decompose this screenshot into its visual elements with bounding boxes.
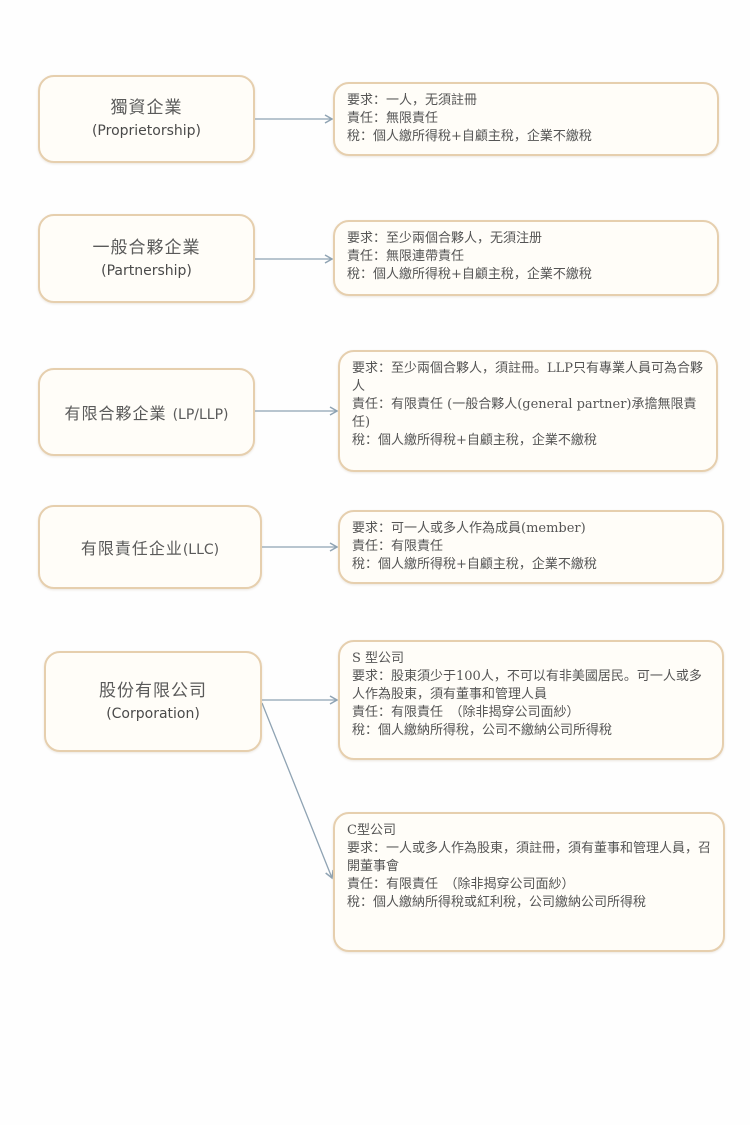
entity-name-zh: 有限責任企业 bbox=[80, 539, 183, 558]
entity-box-llc: 有限責任企业(LLC) bbox=[38, 505, 262, 589]
entity-name-en: (Proprietorship) bbox=[91, 123, 202, 139]
detail-requirement: 要求：一人，无須註冊 bbox=[347, 93, 478, 108]
detail-tax: 稅：個人繳所得稅+自顧主稅，企業不繳稅 bbox=[347, 129, 592, 144]
detail-tax: 稅：個人繳所得稅+自顧主稅，企業不繳稅 bbox=[352, 433, 597, 448]
entity-name-zh: 獨資企業 bbox=[110, 98, 183, 118]
entity-box-corporation: 股份有限公司 (Corporation) bbox=[44, 651, 262, 752]
entity-name-en: (LLC) bbox=[182, 542, 220, 558]
details-box-partnership: 要求：至少兩個合夥人，无須注册 責任：無限連帶責任 稅：個人繳所得稅+自顧主稅，… bbox=[333, 220, 719, 296]
detail-liability: 責任：有限責任 （除非揭穿公司面紗） bbox=[352, 705, 580, 720]
detail-tax: 稅：個人繳所得稅+自顧主稅，企業不繳稅 bbox=[347, 267, 592, 282]
details-box-c-corp: C型公司 要求：一人或多人作為股東，須註冊，須有董事和管理人員，召開董事會 責任… bbox=[333, 812, 725, 952]
entity-name-en: (Corporation) bbox=[106, 705, 200, 722]
detail-requirement: 要求：股東須少于100人，不可以有非美國居民。可一人或多人作為股東，須有董事和管… bbox=[352, 669, 702, 702]
detail-liability: 責任：無限責任 bbox=[347, 111, 439, 126]
entity-name: 有限責任企业(LLC) bbox=[81, 535, 219, 559]
detail-tax: 稅：個人繳納所得稅，公司不繳納公司所得稅 bbox=[352, 723, 613, 738]
entity-name-zh: 股份有限公司 bbox=[99, 680, 207, 701]
detail-requirement: 要求：可一人或多人作為成員(member) bbox=[352, 521, 586, 536]
detail-tax: 稅：個人繳所得稅+自顧主稅，企業不繳稅 bbox=[352, 557, 597, 572]
arrow-corp-c bbox=[261, 702, 334, 880]
detail-liability: 責任：無限連帶責任 bbox=[347, 249, 465, 264]
entity-name: 有限合夥企業 (LP/LLP) bbox=[64, 400, 228, 424]
details-box-proprietorship: 要求：一人，无須註冊 責任：無限責任 稅：個人繳所得稅+自顧主稅，企業不繳稅 bbox=[333, 82, 719, 156]
details-box-lp-llp: 要求：至少兩個合夥人，須註冊。LLP只有專業人員可為合夥人 責任：有限責任 (一… bbox=[338, 350, 718, 472]
entity-box-proprietorship: 獨資企業 (Proprietorship) bbox=[38, 75, 255, 163]
detail-liability: 責任：有限責任 （除非揭穿公司面紗） bbox=[347, 877, 575, 892]
detail-type: S 型公司 bbox=[352, 651, 405, 666]
detail-requirement: 要求：至少兩個合夥人，无須注册 bbox=[347, 231, 543, 246]
detail-tax: 稅：個人繳納所得稅或紅利稅，公司繳納公司所得稅 bbox=[347, 895, 647, 910]
detail-requirement: 要求：一人或多人作為股東，須註冊，須有董事和管理人員，召開董事會 bbox=[347, 841, 712, 874]
detail-type: C型公司 bbox=[347, 823, 396, 838]
detail-liability: 責任：有限責任 bbox=[352, 539, 444, 554]
entity-box-partnership: 一般合夥企業 (Partnership) bbox=[38, 214, 255, 303]
entity-name-en: (Partnership) bbox=[101, 262, 192, 279]
details-box-s-corp: S 型公司 要求：股東須少于100人，不可以有非美國居民。可一人或多人作為股東，… bbox=[338, 640, 724, 760]
detail-requirement: 要求：至少兩個合夥人，須註冊。LLP只有專業人員可為合夥人 bbox=[352, 361, 704, 394]
entity-name-zh: 一般合夥企業 bbox=[92, 237, 201, 258]
entity-name-en: (LP/LLP) bbox=[172, 407, 229, 423]
detail-liability: 責任：有限責任 (一般合夥人(general partner)承擔無限責任) bbox=[352, 397, 697, 430]
entity-box-lp-llp: 有限合夥企業 (LP/LLP) bbox=[38, 368, 255, 456]
details-box-llc: 要求：可一人或多人作為成員(member) 責任：有限責任 稅：個人繳所得稅+自… bbox=[338, 510, 724, 584]
entity-name-zh: 有限合夥企業 bbox=[64, 404, 167, 423]
